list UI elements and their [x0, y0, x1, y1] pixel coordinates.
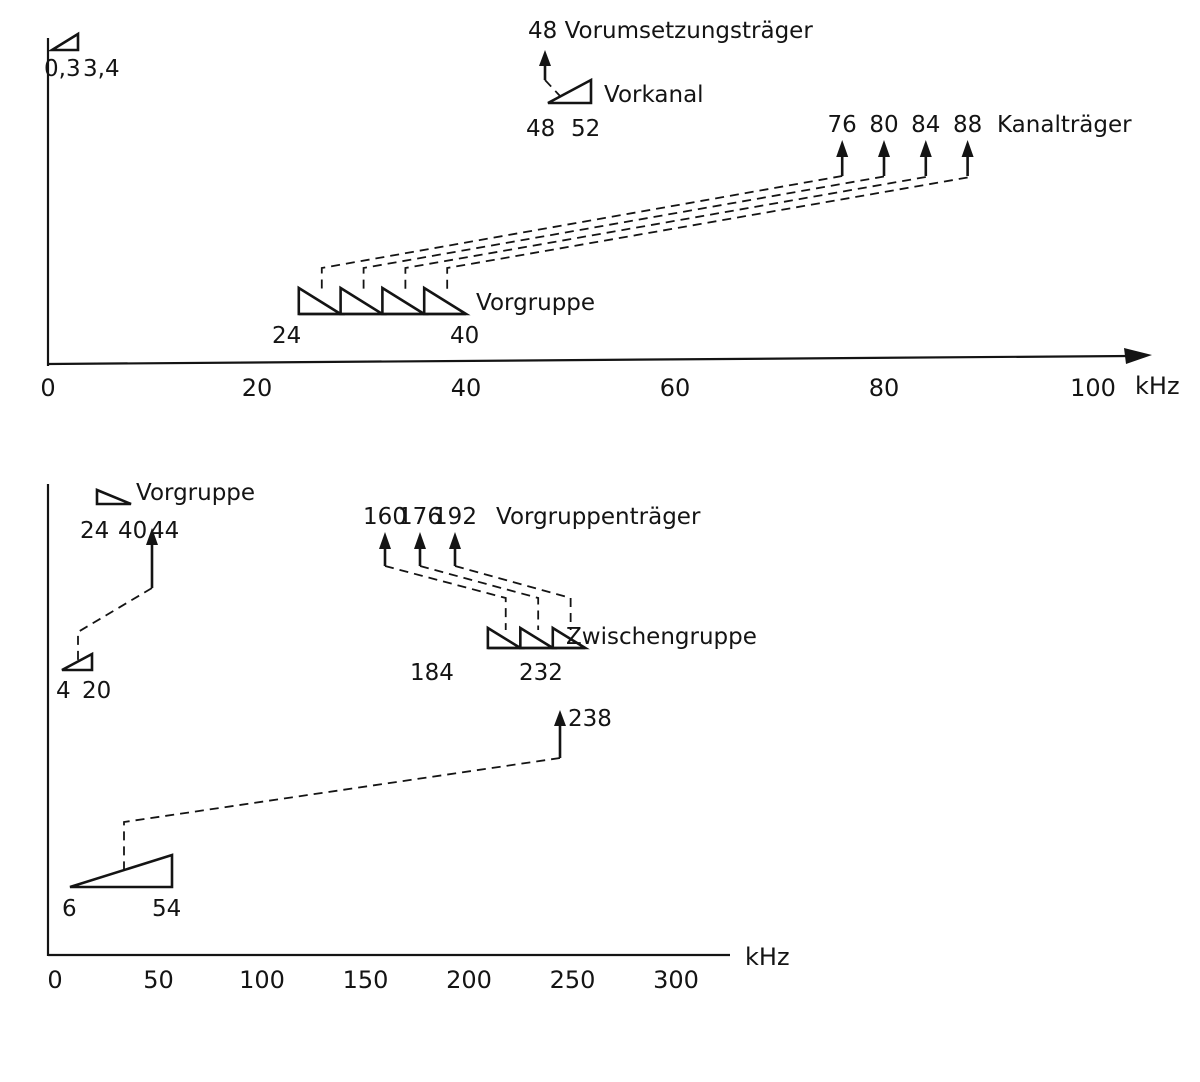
bottom-final-carrier-arrowhead — [554, 710, 566, 726]
bottom-pregroup-carriers-label: Vorgruppenträger — [496, 504, 701, 530]
bottom-intermediate-channel-triangle — [519, 625, 558, 650]
top-channel-carrier-link — [446, 176, 968, 292]
bottom-panel: 0 50 100 150 200 250 300 kHz Vorgruppe 24 40 4… — [46, 480, 790, 994]
top-channel-carrier-label: 80 — [869, 112, 898, 138]
top-tick-label: 60 — [660, 374, 691, 402]
bottom-intermediate-group-label: Zwischengruppe — [566, 624, 757, 650]
bottom-tick-label: 50 — [143, 966, 174, 994]
top-panel: 0 20 40 60 80 100 kHz 0,3 3,4 48 Vorumsetzung… — [40, 18, 1179, 402]
top-channel-carrier-label: 76 — [828, 112, 857, 138]
bottom-pregroup-carrier-arrow-head — [379, 532, 391, 549]
top-channel-carrier-link — [320, 175, 843, 292]
top-prechannel-triangle — [547, 77, 593, 105]
bottom-intermediate-channel-triangle — [486, 625, 525, 650]
top-channel-carrier-arrow-head — [836, 140, 849, 157]
top-channel-carriers: 76 80 84 88 — [320, 112, 982, 292]
top-x-axis — [47, 354, 1131, 366]
bottom-pregroup-carrier-link — [419, 565, 540, 630]
bottom-tick-label: 100 — [239, 966, 285, 994]
bottom-intermediate-group-label-low: 184 — [410, 660, 454, 686]
bottom-tick-label: 300 — [653, 966, 699, 994]
top-channel-carrier-label: 88 — [953, 112, 982, 138]
top-pregroup-channel-triangle — [422, 285, 471, 316]
bottom-tick-label: 150 — [343, 966, 389, 994]
bottom-pregroup-label-high: 40 — [118, 518, 147, 544]
bottom-pregroup-carrier-link — [454, 565, 572, 630]
top-pregroup-label-high: 40 — [450, 323, 479, 349]
bottom-pregroup-carrier-label: 176 — [398, 504, 442, 530]
top-pregroup-channel-triangle — [297, 285, 346, 316]
top-channel-carrier-link — [404, 176, 926, 292]
top-tick-label: 20 — [242, 374, 273, 402]
top-prechannel-label-low: 48 — [526, 116, 555, 142]
top-channel-carriers-label: Kanalträger — [997, 112, 1132, 138]
top-prechannel-label-high: 52 — [571, 116, 600, 142]
bottom-pregroup-carrier-arrow-head — [414, 532, 426, 549]
top-pregroup-label-low: 24 — [272, 323, 301, 349]
bottom-pregroup-label: Vorgruppe — [136, 480, 255, 506]
top-pregroup-channel-triangle — [381, 285, 429, 316]
bottom-final-band-triangle — [69, 853, 174, 889]
top-channel-carrier-arrow-head — [919, 140, 932, 157]
bottom-final-carrier-link — [123, 757, 561, 872]
bottom-intermediate-group — [486, 625, 590, 650]
top-baseband-label-low: 0,3 — [44, 56, 81, 82]
top-prechannel-label: Vorkanal — [604, 82, 704, 108]
bottom-tick-label: 0 — [47, 966, 62, 994]
top-premod-link — [544, 79, 561, 97]
top-channel-carrier-arrow-head — [878, 140, 890, 157]
top-premod-carrier-label: 48 Vorumsetzungsträger — [528, 18, 813, 44]
top-tick-label: 100 — [1070, 374, 1116, 402]
bottom-pregroup-carrier-link — [384, 565, 507, 630]
bottom-pregroup-carrier-arrowhead — [146, 528, 158, 545]
top-tick-labels: 0 20 40 60 80 100 — [40, 374, 1116, 402]
bottom-final-carrier-label: 238 — [568, 706, 612, 732]
bottom-pregroup-carrier-arrow-head — [449, 532, 461, 549]
top-premod-carrier-arrowhead — [539, 50, 551, 66]
bottom-final-band-label-low: 6 — [62, 896, 77, 922]
bottom-pregroup-carrier-label: 160 — [363, 504, 407, 530]
bottom-low-band-label-low: 4 — [56, 678, 71, 704]
bottom-intermediate-group-label-high: 232 — [519, 660, 563, 686]
top-channel-carrier-link — [362, 175, 885, 292]
bottom-tick-labels: 0 50 100 150 200 250 300 — [47, 966, 699, 994]
top-pregroup-label: Vorgruppe — [476, 290, 595, 316]
top-channel-carrier-label: 84 — [911, 112, 940, 138]
top-tick-label: 40 — [451, 374, 482, 402]
bottom-pregroup-triangle — [95, 488, 132, 506]
top-tick-label: 80 — [869, 374, 900, 402]
top-baseband-label-high: 3,4 — [83, 56, 120, 82]
bottom-low-band-label-high: 20 — [82, 678, 111, 704]
bottom-low-band-triangle — [61, 651, 94, 672]
bottom-tick-label: 200 — [446, 966, 492, 994]
top-tick-label: 0 — [40, 374, 55, 402]
bottom-tick-label: 250 — [550, 966, 596, 994]
bottom-pregroup-label-low: 24 — [80, 518, 109, 544]
top-pregroup — [297, 285, 471, 316]
bottom-final-band-label-high: 54 — [152, 896, 181, 922]
top-pregroup-channel-triangle — [339, 285, 387, 316]
top-axis-unit: kHz — [1135, 372, 1180, 400]
bottom-pregroup-carrier-label: 192 — [433, 504, 477, 530]
top-x-axis-arrowhead — [1124, 348, 1152, 364]
bottom-pregroup-link — [77, 587, 153, 660]
top-channel-carrier-arrow-head — [961, 140, 974, 157]
top-baseband-triangle — [47, 31, 80, 52]
bottom-axis-unit: kHz — [745, 943, 790, 971]
